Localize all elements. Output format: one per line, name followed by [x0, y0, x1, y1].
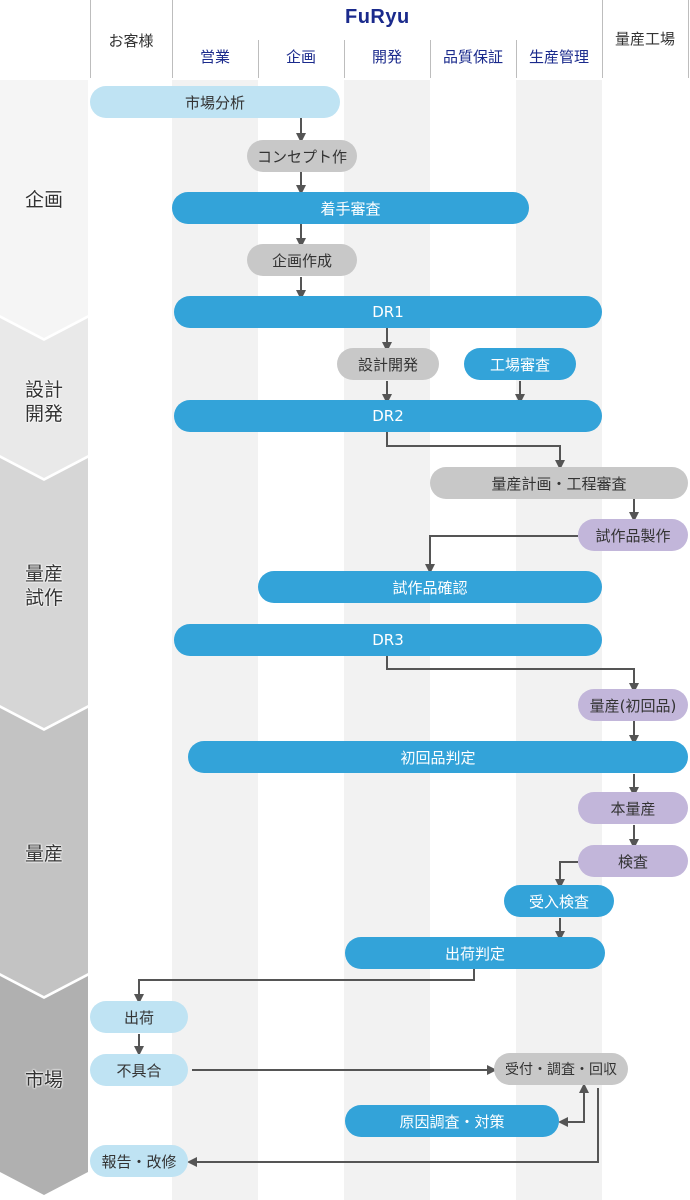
column-header-quality: 品質保証	[442, 48, 503, 66]
node-mass-plan-review: 量産計画・工程審査	[430, 467, 688, 499]
node-dr3: DR3	[174, 624, 602, 656]
phase-label-mass: 量産	[24, 843, 63, 865]
header-divider	[258, 40, 259, 78]
column-header-development: 開発	[371, 48, 402, 66]
header-divider	[602, 0, 603, 78]
node-inspection: 検査	[578, 845, 688, 877]
header-divider	[430, 40, 431, 78]
header-divider	[688, 0, 689, 78]
header-divider	[90, 0, 91, 78]
node-shipping-judgement: 出荷判定	[345, 937, 605, 969]
node-factory-review: 工場審査	[464, 348, 576, 380]
phase-label-planning: 企画	[24, 189, 63, 211]
node-reception: 受付・調査・回収	[494, 1053, 628, 1085]
node-receiving-inspection: 受入検査	[504, 885, 614, 917]
node-design-dev: 設計開発	[337, 348, 439, 380]
column-header-factory: 量産工場	[614, 30, 675, 48]
phase-label-market: 市場	[24, 1069, 63, 1091]
column-header-customer: お客様	[108, 32, 154, 50]
node-first-judgement: 初回品判定	[188, 741, 688, 773]
node-concept: コンセプト作	[247, 140, 357, 172]
node-first-production: 量産(初回品)	[578, 689, 688, 721]
header-divider	[516, 40, 517, 78]
node-shipping: 出荷	[90, 1001, 188, 1033]
column-header-planning: 企画	[285, 48, 316, 66]
node-prototype-check: 試作品確認	[258, 571, 602, 603]
header-divider	[172, 0, 173, 78]
node-report-repair: 報告・改修	[90, 1145, 188, 1177]
node-start-review: 着手審査	[172, 192, 529, 224]
column-header-sales: 営業	[199, 48, 230, 66]
node-dr1: DR1	[174, 296, 602, 328]
node-plan-creation: 企画作成	[247, 244, 357, 276]
phase-label-prototype: 量産 試作	[24, 563, 63, 609]
brand-logo: FuRyu	[345, 6, 410, 28]
node-market-analysis: 市場分析	[90, 86, 340, 118]
node-root-cause: 原因調査・対策	[345, 1105, 559, 1137]
column-header-production-mgmt: 生産管理	[528, 48, 589, 66]
header-divider	[344, 40, 345, 78]
phase-label-design: 設計 開発	[24, 379, 63, 425]
node-mass-production: 本量産	[578, 792, 688, 824]
node-prototype-make: 試作品製作	[578, 519, 688, 551]
node-defect: 不具合	[90, 1054, 188, 1086]
node-dr2: DR2	[174, 400, 602, 432]
